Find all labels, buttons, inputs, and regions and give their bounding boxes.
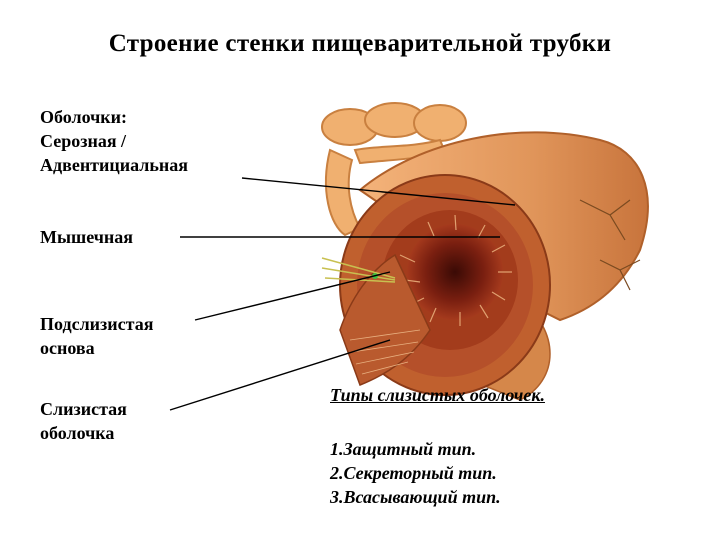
label-submucosa-line2: основа [40,338,95,358]
label-serosa-line3: Адвентициальная [40,155,189,175]
mucosa-types-heading: Типы слизистых оболочек. [330,385,545,405]
blood-vessels [579,199,641,291]
label-serosa-line2: Серозная / [40,131,127,151]
label-mucosa-line1: Слизистая [40,399,127,419]
mucosa-type-item: 1.Защитный тип. [330,439,477,459]
mucosa-type-item: 3.Всасывающий тип. [330,487,501,507]
label-serosa: Оболочки: Серозная / Адвентициальная [40,105,188,177]
pointer-lines [169,177,516,411]
mucosa-types: Типы слизистых оболочек. 1.Защитный тип.… [330,383,545,509]
cross-section [339,174,551,396]
page-title: Строение стенки пищеварительной трубки [108,30,612,57]
mucosa-type-item: 2.Секреторный тип. [330,463,497,483]
label-serosa-line1: Оболочки: [40,107,128,127]
label-submucosa-line1: Подслизистая [40,314,154,334]
label-submucosa: Подслизистая основа [40,312,153,360]
label-mucosa-line2: оболочка [40,423,115,443]
label-muscular: Мышечная [40,227,134,247]
label-mucosa: Слизистая оболочка [40,397,127,445]
